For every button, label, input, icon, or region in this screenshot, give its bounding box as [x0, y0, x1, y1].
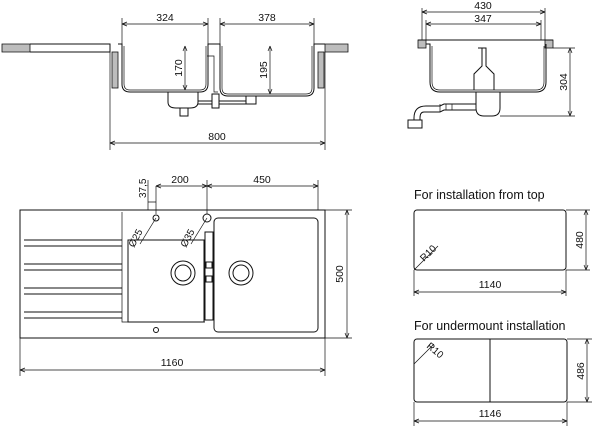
dim-left-bowl-depth: 170	[173, 59, 185, 77]
tap-hole-small	[152, 214, 160, 222]
drainer-grooves	[24, 239, 122, 319]
drain-left	[170, 260, 196, 286]
drainer-edge	[30, 43, 111, 53]
dim-overall-width: 800	[208, 131, 226, 143]
cutout-top-radius: R10	[418, 243, 439, 264]
dim-left-bowl-width: 324	[156, 12, 174, 24]
dim-right-bowl-depth: 195	[258, 61, 270, 79]
main-bowl	[213, 217, 319, 333]
dim-side-bowl-width: 347	[474, 13, 492, 25]
dim-overall-length: 1160	[161, 357, 184, 369]
cutout-top-install: For installation from top R10 480 1140	[413, 188, 590, 296]
right-trap	[245, 96, 257, 105]
cutout-top-rect	[413, 209, 567, 271]
prep-bowl	[127, 239, 205, 323]
dim-side-overall-width: 430	[474, 0, 492, 12]
side-bowl	[426, 43, 547, 93]
dim-tap-offset: 37,5	[138, 178, 149, 198]
dim-main-bowl-width: 450	[253, 174, 271, 186]
cutout-undermount-install: For undermount installation R10 486 1146	[413, 319, 592, 426]
cutout-undermount-length: 1146	[479, 408, 502, 420]
sink-outline	[19, 209, 326, 339]
cutout-top-length: 1140	[479, 279, 502, 291]
dim-overall-depth: 500	[334, 265, 346, 283]
right-bowl	[215, 43, 325, 97]
cutout-undermount-title: For undermount installation	[414, 319, 566, 333]
cabinet-wall-left	[111, 51, 119, 89]
left-bowl	[118, 43, 215, 93]
label-tap-hole-25: Ø25	[127, 227, 146, 249]
worktop-right	[324, 43, 349, 53]
top-view: Ø25 Ø35 200 450 37,5 500 1160	[19, 174, 352, 376]
outlet-pipe	[407, 119, 423, 129]
cabinet-wall-right	[317, 51, 325, 89]
side-section-view: 430 347 304	[407, 0, 575, 129]
cutout-top-title: For installation from top	[414, 188, 545, 202]
dim-side-overall-height: 304	[558, 73, 570, 91]
cutout-undermount-depth: 486	[575, 362, 587, 380]
dim-bowl-offset: 200	[171, 174, 189, 186]
front-section-view: 324 378 170 195 800	[1, 12, 349, 150]
cutout-top-depth: 480	[574, 231, 586, 249]
left-trap	[167, 92, 199, 109]
dim-right-bowl-width: 378	[258, 12, 276, 24]
drain-right	[228, 260, 254, 286]
worktop-left	[1, 43, 31, 53]
cutout-undermount-radius: R10	[424, 341, 445, 362]
